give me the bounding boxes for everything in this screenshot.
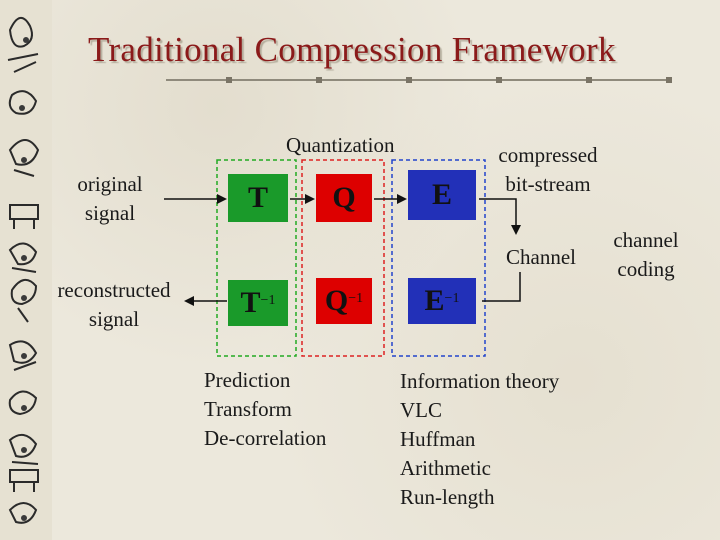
quantizer-block: Q [316,174,372,222]
entropy-coder-symbol: E [432,180,452,210]
inverse-transform-symbol: T [241,288,261,318]
inverse-quantizer-block: Q−1 [316,278,372,324]
entropy-decoder-symbol: E [425,286,445,316]
entropy-note-item: Run-length [400,483,559,512]
channel-to-decoder-line [482,272,520,301]
quantizer-symbol: Q [332,183,355,213]
transform-note-item: Prediction [204,366,326,395]
inverse-quantizer-symbol: Q [325,286,348,316]
entropy-note-item: Arithmetic [400,454,559,483]
inverse-quantizer-exponent: −1 [348,291,363,307]
entropy-notes-list: Information theory VLC Huffman Arithmeti… [400,367,559,512]
transform-note-item: De-correlation [204,424,326,453]
entropy-decoder-block: E−1 [408,278,476,324]
entropy-decoder-exponent: −1 [445,291,460,307]
entropy-note-item: VLC [400,396,559,425]
entropy-note-item: Information theory [400,367,559,396]
transform-notes-list: Prediction Transform De-correlation [204,366,326,453]
entropy-coder-block: E [408,170,476,220]
transform-symbol: T [248,183,268,213]
transform-block: T [228,174,288,222]
entropy-note-item: Huffman [400,425,559,454]
inverse-transform-block: T−1 [228,280,288,326]
inverse-transform-exponent: −1 [261,293,276,309]
transform-note-item: Transform [204,395,326,424]
